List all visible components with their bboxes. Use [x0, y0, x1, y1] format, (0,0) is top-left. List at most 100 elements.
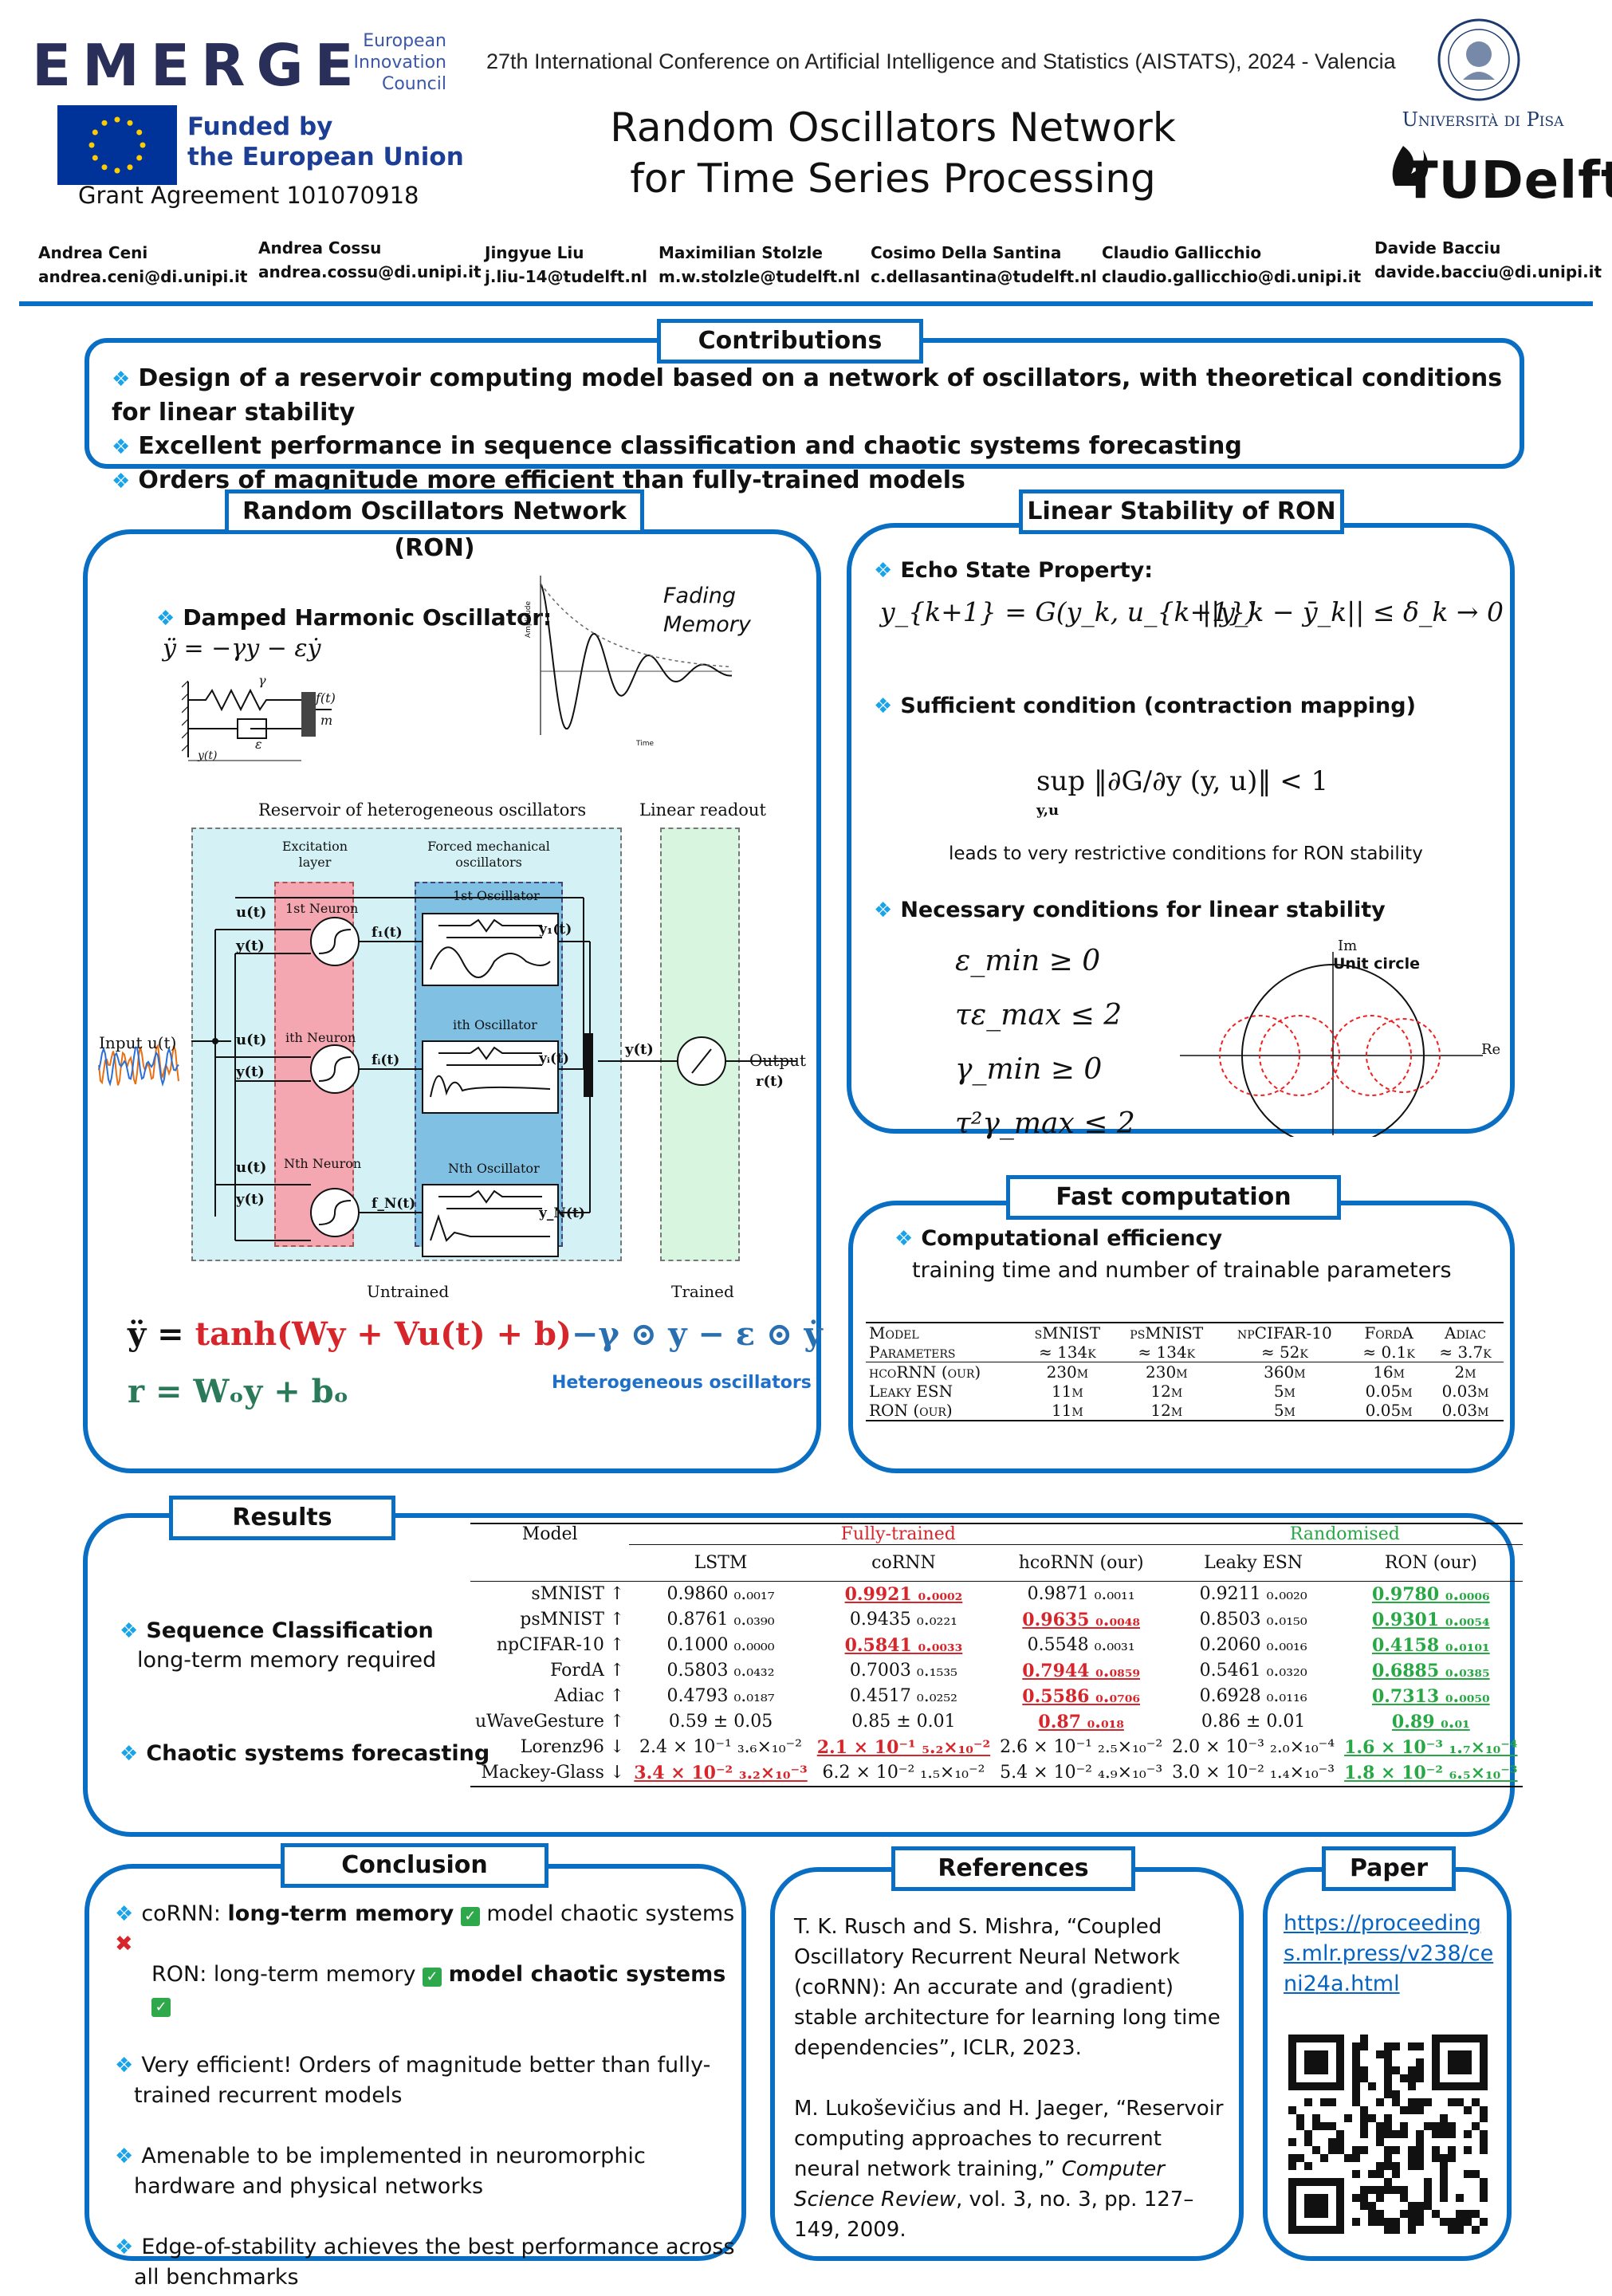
condition-item: ε_min ≥ 0 — [955, 945, 1101, 977]
diamond-bullet-icon: ❖ — [112, 368, 131, 391]
table-cell: FordA ↑ — [550, 1661, 625, 1681]
fast-panel — [848, 1201, 1515, 1473]
table-cell: 0.1000 ₀.₀₀₀₀ — [666, 1635, 775, 1655]
condition-item: γ_min ≥ 0 — [955, 1053, 1103, 1086]
u-symbol-1: u(t) — [236, 904, 267, 921]
check-icon: ✓ — [151, 1998, 171, 2017]
table-cell: Lorenz96 ↓ — [520, 1737, 625, 1757]
diamond-bullet-icon: ❖ — [115, 1902, 134, 1926]
group-randomised: Randomised — [1167, 1523, 1523, 1545]
author-name: Claudio Gallicchio — [1102, 243, 1262, 262]
fast-sub: training time and number of trainable pa… — [912, 1258, 1452, 1283]
osc-n-label: Nth Oscillator — [448, 1161, 540, 1176]
fading-memory-plot: Amplitude Time — [517, 568, 740, 751]
table-cell: 0.5841 ₀.₀₀₃₃ — [844, 1635, 963, 1656]
table-cell: Leaky ESN — [869, 1382, 953, 1401]
author-email[interactable]: davide.bacciu@di.unipi.it — [1374, 262, 1602, 281]
check-icon: ✓ — [423, 1968, 442, 1987]
conclusion-panel — [85, 1864, 746, 2261]
column-header: LSTM — [694, 1553, 748, 1573]
author-name: Andrea Ceni — [38, 243, 148, 262]
conditions-list: ε_min ≥ 0 τε_max ≤ 2 γ_min ≥ 0 τ²γ_max ≤… — [955, 934, 1135, 1151]
force-symbol: f(t) — [316, 690, 336, 706]
eu-flag — [57, 105, 177, 185]
qr-code-icon — [1288, 2035, 1488, 2234]
fi-symbol: fᵢ(t) — [372, 1052, 400, 1068]
table-cell: hcoRNN (our) — [869, 1362, 981, 1382]
contribution-text: Design of a reservoir computing model ba… — [112, 364, 1503, 427]
table-cell: 0.4793 ₀.₀₁₈₇ — [666, 1686, 775, 1706]
table-cell: 0.03m — [1441, 1401, 1489, 1420]
author-email[interactable]: andrea.cossu@di.unipi.it — [258, 262, 482, 281]
table-cell: sMNIST — [1034, 1323, 1101, 1343]
damped-label: ❖Damped Harmonic Oscillator: — [156, 604, 552, 631]
conclusion-text: Very efficient! Orders of magnitude bett… — [134, 2053, 711, 2108]
y-symbol-3: y(t) — [236, 1191, 265, 1208]
diamond-bullet-icon: ❖ — [115, 2145, 134, 2168]
table-cell: ≈ 134k — [1138, 1343, 1196, 1362]
diamond-bullet-icon: ❖ — [112, 435, 131, 459]
condition-item: τε_max ≤ 2 — [955, 999, 1123, 1032]
c1b: long-term memory — [227, 1901, 454, 1926]
conclusion-item: ❖Very efficient! Orders of magnitude bet… — [115, 2050, 737, 2111]
author-email[interactable]: j.liu-14@tudelft.nl — [485, 267, 648, 286]
contributions-title: Contributions — [657, 319, 923, 364]
table-cell: Model — [869, 1323, 919, 1343]
dynamics-equation: ÿ = tanh(Wy + Vu(t) + b)−γ ⊙ y − ε ⊙ ẏ — [128, 1315, 823, 1353]
diamond-bullet-icon: ❖ — [112, 470, 131, 493]
diamond-bullet-icon: ❖ — [874, 559, 893, 583]
results-title: Results — [169, 1496, 395, 1540]
esp-equation-2: ||y_k − ȳ_k|| ≤ δ_k → 0 — [1202, 596, 1504, 627]
diamond-bullet-icon: ❖ — [156, 607, 175, 631]
funded-by-text: Funded by the European Union — [187, 112, 464, 172]
u-symbol-3: u(t) — [236, 1159, 267, 1176]
epsilon-symbol: ε — [255, 737, 262, 752]
table-cell: 12m — [1150, 1401, 1183, 1420]
table-cell: 0.8503 ₀.₀₁₅₀ — [1199, 1610, 1307, 1630]
ref2-b: , vol. 3, no. 3, pp. 127–149, 2009. — [794, 2188, 1194, 2242]
table-cell: 360m — [1264, 1362, 1306, 1382]
im-axis-label: Im — [1338, 938, 1358, 954]
table-cell: 2m — [1454, 1362, 1476, 1382]
diamond-bullet-icon: ❖ — [115, 2054, 134, 2078]
table-cell: 0.6885 ₀.₀₃₈₅ — [1371, 1661, 1490, 1681]
paper-link[interactable]: https://proceedings.mlr.press/v238/ceni2… — [1284, 1911, 1494, 1996]
author-email[interactable]: claudio.gallicchio@di.unipi.it — [1102, 267, 1362, 286]
table-cell: 0.9635 ₀.₀₀₄₈ — [1022, 1610, 1140, 1630]
ref2-a: M. Lukoševičius and H. Jaeger, “Reservoi… — [794, 2097, 1224, 2181]
table-cell: 0.9921 ₀.₀₀₀₂ — [844, 1584, 963, 1605]
table-cell: sMNIST ↑ — [531, 1584, 625, 1604]
damped-equation: ÿ = −γy − εẏ — [163, 635, 321, 662]
memory-text: Memory — [663, 612, 751, 637]
stability-title: Linear Stability of RON — [1019, 489, 1344, 534]
condition-item: τ²γ_max ≤ 2 — [955, 1107, 1135, 1140]
hetero-label: Heterogeneous oscillators — [552, 1373, 812, 1393]
time-axis-label: Time — [636, 740, 655, 748]
architecture-lines — [96, 882, 813, 1264]
title-line-2: for Time Series Processing — [630, 155, 1156, 202]
table-cell: 0.8761 ₀.₀₃₉₀ — [666, 1610, 775, 1630]
excitation-label: Excitation layer — [281, 839, 348, 870]
re-axis-label: Re — [1481, 1041, 1501, 1058]
unipi-name: Università di Pisa — [1402, 108, 1564, 131]
author-email[interactable]: c.dellasantina@tudelft.nl — [871, 267, 1097, 286]
table-cell: ≈ 134k — [1038, 1343, 1096, 1362]
author-name: Davide Bacciu — [1374, 238, 1501, 258]
table-cell: 0.05m — [1365, 1382, 1413, 1401]
tudelft-logo: TUDelft — [1387, 142, 1612, 214]
table-cell: 0.9435 ₀.₀₂₂₁ — [849, 1610, 957, 1630]
diamond-bullet-icon: ❖ — [874, 694, 893, 718]
table-cell: 230m — [1146, 1362, 1188, 1382]
author-email[interactable]: m.w.stolzle@tudelft.nl — [659, 267, 860, 286]
ref2-journal: Computer Science Review — [794, 2157, 1165, 2211]
chaos-label-text: Chaotic systems forecasting — [146, 1741, 490, 1766]
author-email[interactable]: andrea.ceni@di.unipi.it — [38, 267, 248, 286]
